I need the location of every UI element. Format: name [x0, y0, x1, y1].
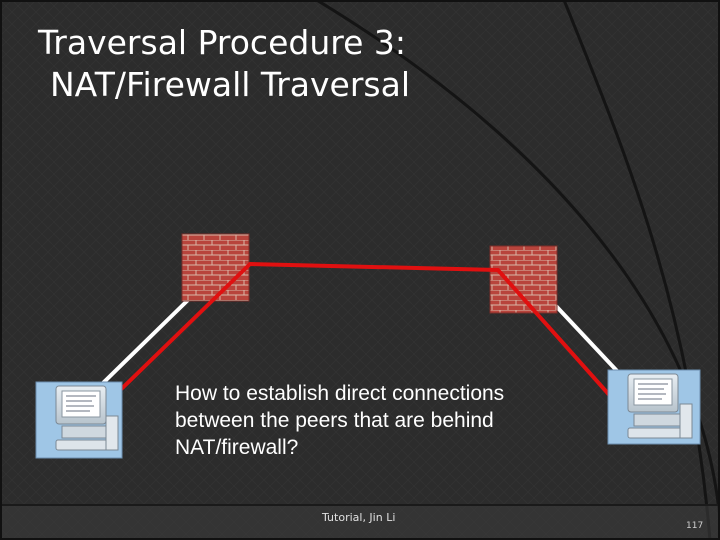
title-line-2: NAT/Firewall Traversal [50, 65, 410, 104]
direct-connection-path [108, 262, 614, 402]
question-text: How to establish direct connections betw… [175, 382, 505, 459]
footer-author: Tutorial, Jin Li [322, 511, 396, 524]
left-peer-computer-icon [35, 381, 123, 459]
right-firewall-icon [489, 245, 558, 314]
slide-title: Traversal Procedure 3: NAT/Firewall Trav… [38, 22, 410, 106]
page-number: 117 [686, 521, 704, 531]
right-peer-computer-icon [607, 369, 701, 445]
left-peer-link [100, 298, 190, 386]
title-line-1: Traversal Procedure 3: [38, 23, 406, 62]
right-peer-link [554, 304, 620, 374]
left-firewall-icon [181, 233, 250, 302]
